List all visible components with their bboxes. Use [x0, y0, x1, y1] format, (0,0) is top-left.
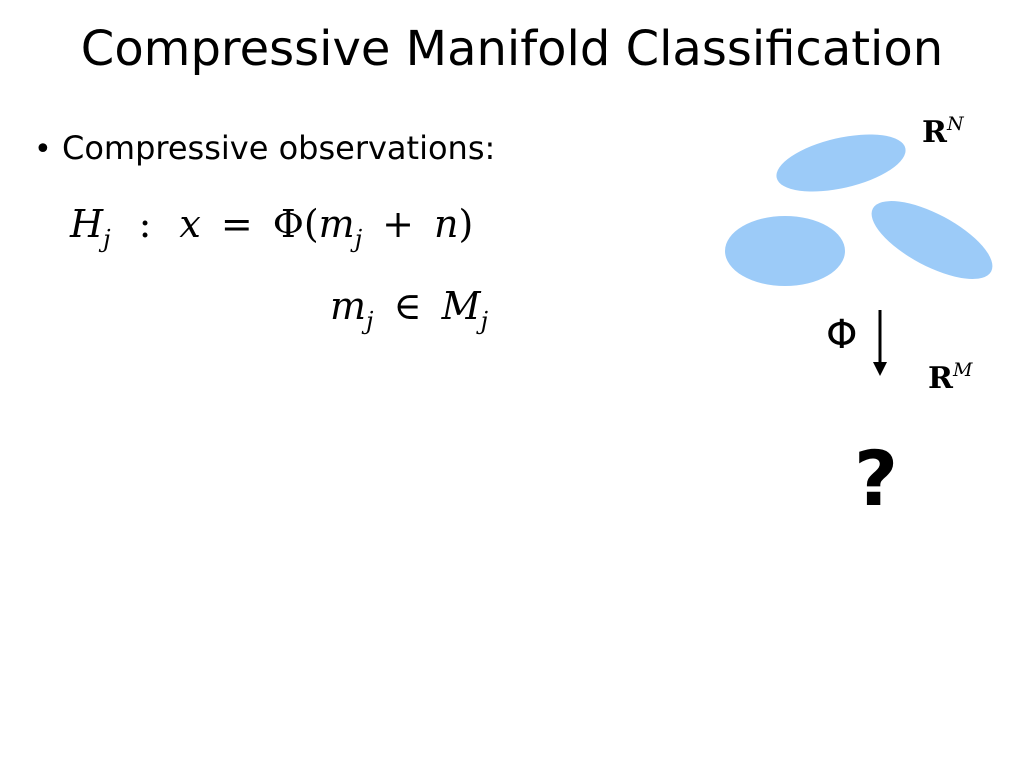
eq2-manifold: M	[441, 284, 481, 328]
manifold-blob-right	[871, 201, 993, 279]
eq-hypothesis-index: j	[103, 225, 111, 253]
eq-colon: :	[138, 202, 152, 246]
space-low-dim-label: RM	[928, 359, 973, 396]
eq-close-paren: )	[458, 202, 474, 246]
eq-m: m	[318, 202, 355, 246]
eq2-m-index: j	[366, 307, 374, 335]
eq2-manifold-index: j	[480, 307, 489, 335]
unknown-class-question-mark: ?	[854, 434, 899, 523]
manifold-blob-left	[725, 216, 845, 286]
eq-n: n	[434, 202, 459, 246]
eq2-m: m	[330, 284, 367, 328]
eq-m-index: j	[354, 225, 363, 253]
eq-plus: +	[382, 202, 415, 246]
slide-title: Compressive Manifold Classification	[80, 21, 944, 77]
manifold-membership-equation: mj∈Mj	[330, 282, 488, 333]
projection-arrow-head	[873, 362, 887, 376]
projection-diagram: RN Φ RM ?	[700, 100, 1010, 540]
eq-open-paren: (	[303, 202, 319, 246]
bullet-text: Compressive observations:	[62, 129, 496, 167]
manifold-blob-top	[776, 134, 906, 192]
eq-hypothesis-symbol: H	[70, 202, 104, 246]
eq2-element-of: ∈	[393, 284, 422, 328]
hypothesis-equation: Hj:x=Φ(mj+n)	[70, 200, 474, 251]
projection-phi-label: Φ	[826, 312, 858, 358]
manifold-blobs	[725, 134, 993, 376]
eq-phi: Φ	[272, 202, 304, 246]
eq-equals: =	[220, 202, 253, 246]
bullet-marker: •	[34, 132, 52, 167]
bullet-item: • Compressive observations:	[34, 128, 495, 170]
eq-x: x	[179, 202, 201, 246]
space-high-dim-label: RN	[922, 113, 964, 150]
